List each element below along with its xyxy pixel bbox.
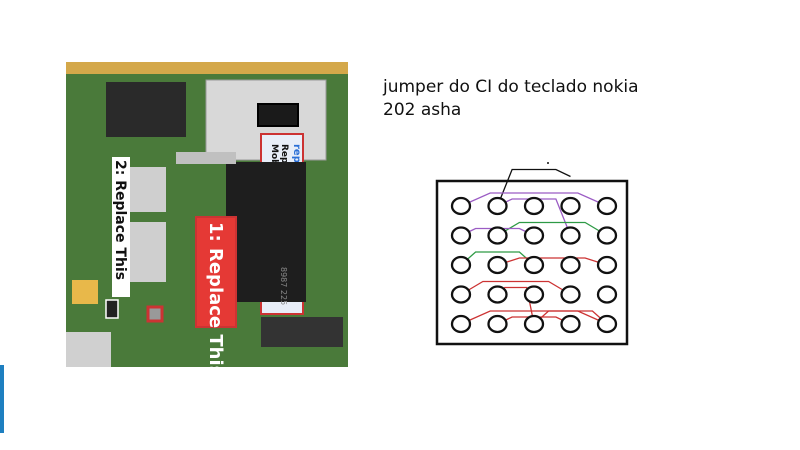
flex-connector xyxy=(261,317,343,347)
solder-ball xyxy=(450,255,472,275)
solder-ball xyxy=(450,196,472,216)
solder-ball xyxy=(450,314,472,334)
replace-target-2 xyxy=(105,299,119,319)
label-1-text: 1: Replace This xyxy=(205,222,226,367)
label-2-bg xyxy=(112,157,130,297)
jumper-wire xyxy=(497,257,608,266)
solder-ball xyxy=(523,285,545,304)
jumper-wire xyxy=(533,310,608,325)
blue-edge-strip xyxy=(0,365,4,433)
solder-ball xyxy=(450,226,472,245)
solder-ball xyxy=(596,226,618,245)
solder-ball xyxy=(596,285,618,304)
bottom-left-pad xyxy=(66,332,111,367)
solder-ball xyxy=(523,196,545,216)
solder-ball xyxy=(560,226,581,245)
chip-marking: 8987 225 xyxy=(279,267,288,305)
solder-ball xyxy=(596,196,618,216)
solder-balls xyxy=(450,196,618,334)
yellow-capacitor xyxy=(72,280,98,304)
component-a xyxy=(126,167,166,212)
solder-ball xyxy=(596,255,618,275)
diagram-title: jumper do CI do teclado nokia 202 asha xyxy=(383,76,703,122)
label-1-bg xyxy=(197,218,235,326)
solder-ball xyxy=(560,285,581,304)
solder-ball xyxy=(560,196,581,216)
solder-ball xyxy=(450,285,472,304)
solder-ball xyxy=(596,314,618,334)
solder-ball xyxy=(487,285,508,304)
jumper-wire xyxy=(496,168,571,207)
label-2-text: 2: Replace This xyxy=(112,160,128,280)
jumper-wire xyxy=(460,280,571,296)
title-line-1: jumper do CI do teclado nokia xyxy=(383,77,639,97)
solder-ball xyxy=(560,255,581,275)
solder-ball xyxy=(523,314,545,334)
solder-ball xyxy=(487,314,508,334)
connector xyxy=(106,82,186,137)
ic-outline xyxy=(435,179,629,346)
replace-target-1 xyxy=(146,305,164,323)
solder-ball xyxy=(487,196,508,216)
trace-pad xyxy=(176,152,236,164)
solder-ball xyxy=(523,255,545,275)
chip-box-top xyxy=(257,103,299,127)
solder-ball xyxy=(523,226,545,245)
solder-ball xyxy=(487,255,508,275)
jumper-wire xyxy=(460,310,608,325)
pcb-photo: Mobile Phones Repairing Diagrams repair-… xyxy=(66,62,348,367)
stray-dot xyxy=(547,162,549,164)
pcb-top-strip xyxy=(66,62,348,74)
title-line-2: 202 asha xyxy=(383,100,462,120)
solder-ball xyxy=(560,314,581,334)
solder-ball xyxy=(487,226,508,245)
jumper-wire xyxy=(460,192,608,207)
component-b xyxy=(126,222,166,282)
keypad-ic xyxy=(226,162,306,302)
